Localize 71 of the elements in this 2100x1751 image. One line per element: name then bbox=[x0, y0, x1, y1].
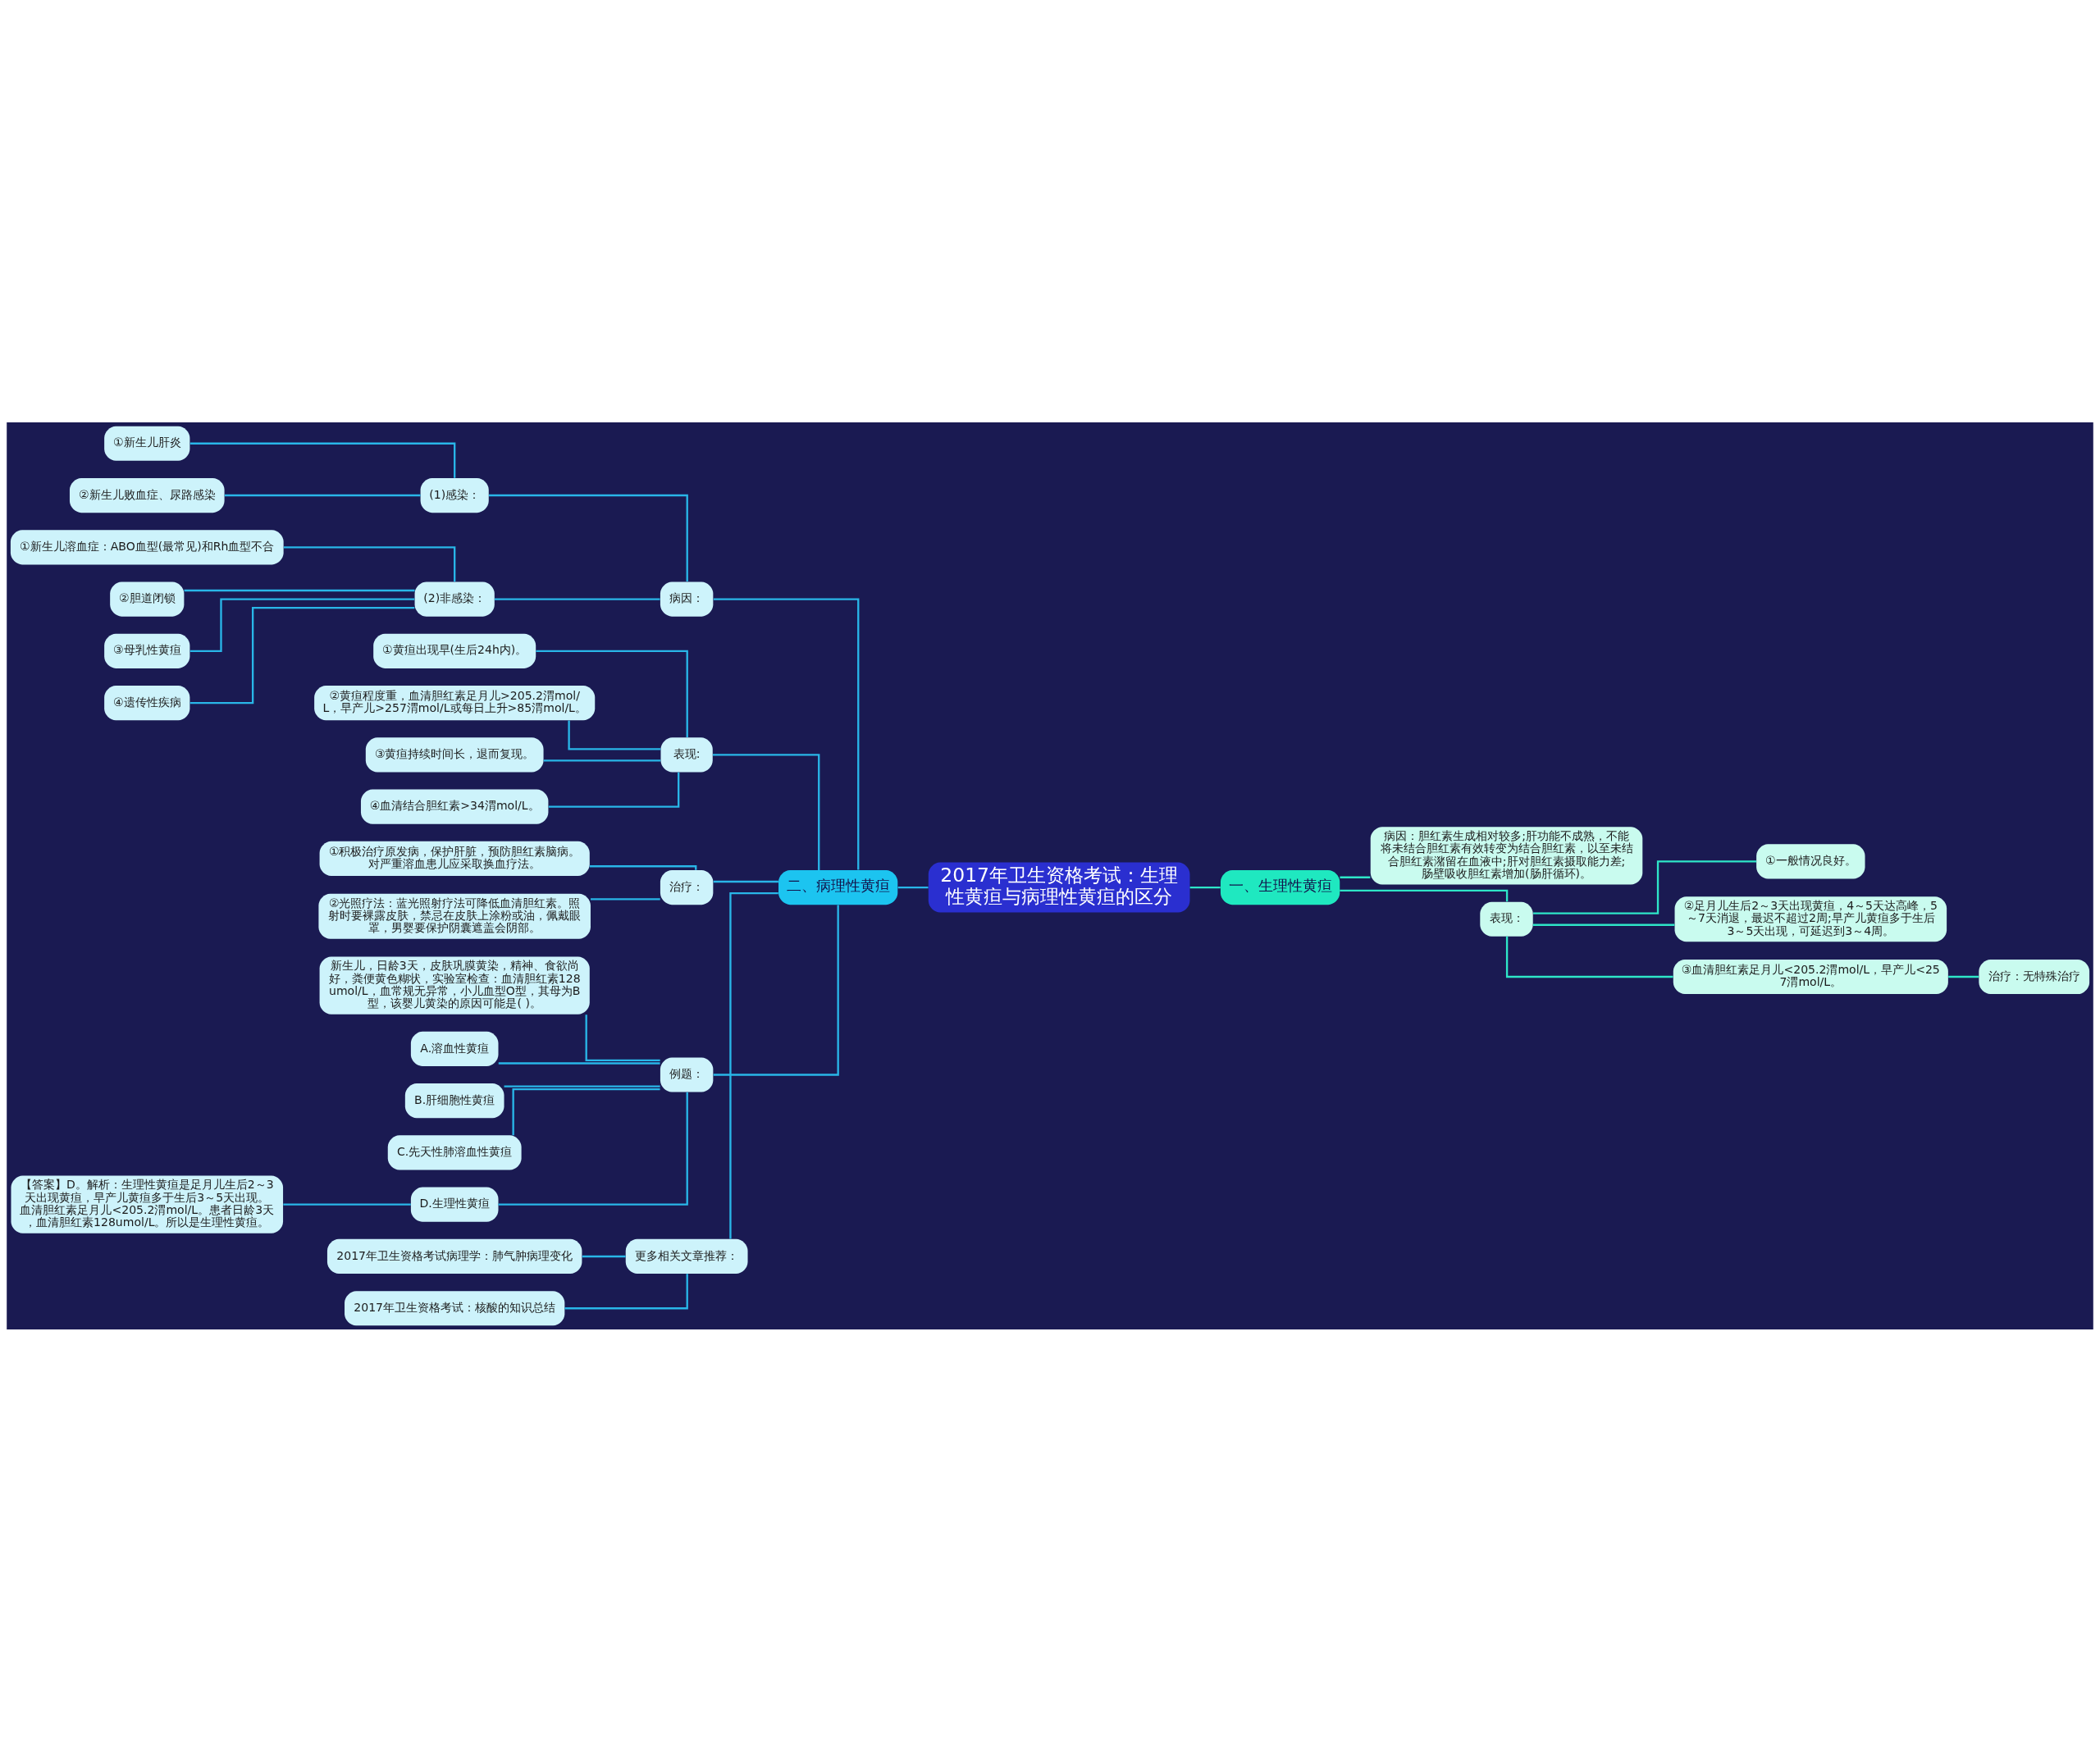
connector bbox=[1340, 889, 1509, 901]
node-box: 一、生理性黄疸 bbox=[1220, 869, 1340, 905]
connector bbox=[729, 891, 778, 1239]
connector bbox=[713, 905, 839, 1076]
connector bbox=[713, 880, 778, 882]
node-box: 病因：胆红素生成相对较多;肝功能不成熟，不能将未结合胆红素有效转变为结合胆红素，以至未结合胆红素潴留在血液中;肝对胆红素摄取能力差;肠壁吸收胆红素增加(肠肝循环)。 bbox=[1370, 826, 1643, 885]
node-box: 表现: bbox=[660, 736, 713, 772]
node-box: ②足月儿生后2～3天出现黄疸，4～5天达高峰，5～7天消退，最迟不超过2周;早产儿黄疸多于生后3～5天出现，可延迟到3～4周。 bbox=[1674, 896, 1947, 942]
connector bbox=[897, 886, 929, 888]
connector bbox=[712, 753, 820, 870]
node-box: 二、病理性黄疸 bbox=[778, 869, 898, 905]
connector bbox=[536, 650, 688, 737]
connector bbox=[489, 494, 688, 581]
node-box: ②黄疸程度重，血清胆红素足月儿>205.2渭mol/L，早产儿>257渭mol/L或每日上升>85渭mol/L。 bbox=[314, 685, 596, 720]
node-box: 新生儿，日龄3天，皮肤巩膜黄染，精神、食欲尚好，粪便黄色糊状，实验室检查：血清胆红素128umol/L，血常规无异常，小儿血型O型，其母为B型，该婴儿黄染的原因可能是( )。 bbox=[319, 955, 590, 1015]
connector bbox=[564, 1273, 688, 1309]
connector bbox=[1189, 886, 1221, 888]
node-box: ③血清胆红素足月儿<205.2渭mol/L，早产儿<257渭mol/L。 bbox=[1673, 959, 1948, 994]
node-box: 更多相关文章推荐： bbox=[625, 1238, 748, 1274]
connector bbox=[184, 589, 415, 591]
node-box: (2)非感染： bbox=[414, 581, 495, 617]
connector bbox=[189, 606, 415, 704]
node-box: 2017年卫生资格考试：核酸的知识总结 bbox=[345, 1290, 565, 1325]
node-box: 2017年卫生资格考试：生理性黄疸与病理性黄疸的区分 bbox=[928, 862, 1190, 912]
node-box: ②光照疗法：蓝光照射疗法可降低血清胆红素。照射时要裸露皮肤，禁忌在皮肤上涂粉或油，佩戴眼罩，男婴要保护阴囊遮盖会阴部。 bbox=[318, 893, 591, 939]
connector bbox=[585, 1014, 660, 1061]
node-box: 病因： bbox=[660, 581, 714, 617]
node-box: ②新生儿败血症、尿路感染 bbox=[69, 477, 225, 513]
connector bbox=[494, 597, 660, 600]
node-box: ①新生儿肝炎 bbox=[104, 426, 190, 461]
connector bbox=[582, 1255, 626, 1257]
connector bbox=[224, 494, 421, 496]
connector bbox=[189, 442, 456, 478]
connector bbox=[498, 1092, 688, 1206]
connector bbox=[543, 759, 661, 762]
node-box: 例题： bbox=[660, 1056, 714, 1092]
connector bbox=[548, 772, 680, 808]
node-box: 【答案】D。解析：生理性黄疸是足月儿生后2～3天出现黄疸，早产儿黄疸多于生后3～5天出现。血清胆红素足月儿<205.2渭mol/L。患者日龄3天，血清胆红素128umol/L。所以是生理性黄疸。 bbox=[11, 1175, 284, 1233]
connector bbox=[283, 545, 456, 581]
connector bbox=[504, 1084, 660, 1088]
node-box: ①新生儿溶血症：ABO血型(最常见)和Rh血型不合 bbox=[10, 529, 284, 564]
connector bbox=[283, 1203, 411, 1206]
node-box: C.先天性肺溶血性黄疸 bbox=[387, 1134, 522, 1170]
node-box: ①积极治疗原发病，保护肝脏，预防胆红素脑病。对严重溶血患儿应采取换血疗法。 bbox=[319, 841, 590, 876]
node-box: ①一般情况良好。 bbox=[1756, 843, 1865, 878]
connector bbox=[512, 1088, 660, 1135]
node-box: B.肝细胞性黄疸 bbox=[404, 1083, 504, 1118]
connector bbox=[1340, 876, 1371, 878]
connector bbox=[589, 864, 697, 870]
node-box: ③黄疸持续时间长，退而复现。 bbox=[365, 736, 544, 772]
node-box: 2017年卫生资格考试病理学：肺气肿病理变化 bbox=[326, 1238, 582, 1274]
node-box: 表现： bbox=[1480, 901, 1533, 937]
node-box: ③母乳性黄疸 bbox=[104, 633, 190, 668]
connector bbox=[713, 597, 860, 870]
node-box: 治疗： bbox=[660, 869, 714, 905]
node-box: 治疗：无特殊治疗 bbox=[1979, 959, 2090, 994]
connector bbox=[1948, 975, 1979, 978]
connector bbox=[1505, 936, 1673, 978]
connector bbox=[568, 719, 661, 750]
node-box: D.生理性黄疸 bbox=[410, 1187, 499, 1222]
node-box: ④血清结合胆红素>34渭mol/L。 bbox=[360, 789, 549, 824]
connector bbox=[498, 1061, 660, 1065]
connector bbox=[189, 597, 415, 652]
connector bbox=[591, 897, 660, 901]
node-box: ②胆道闭锁 bbox=[110, 581, 185, 617]
node-box: A.溶血性黄疸 bbox=[410, 1031, 499, 1066]
connector bbox=[1532, 923, 1675, 926]
node-box: (1)感染： bbox=[420, 477, 489, 513]
node-box: ①黄疸出现早(生后24h内)。 bbox=[373, 633, 536, 668]
node-box: ④遗传性疾病 bbox=[104, 685, 190, 720]
connector bbox=[1533, 860, 1757, 914]
